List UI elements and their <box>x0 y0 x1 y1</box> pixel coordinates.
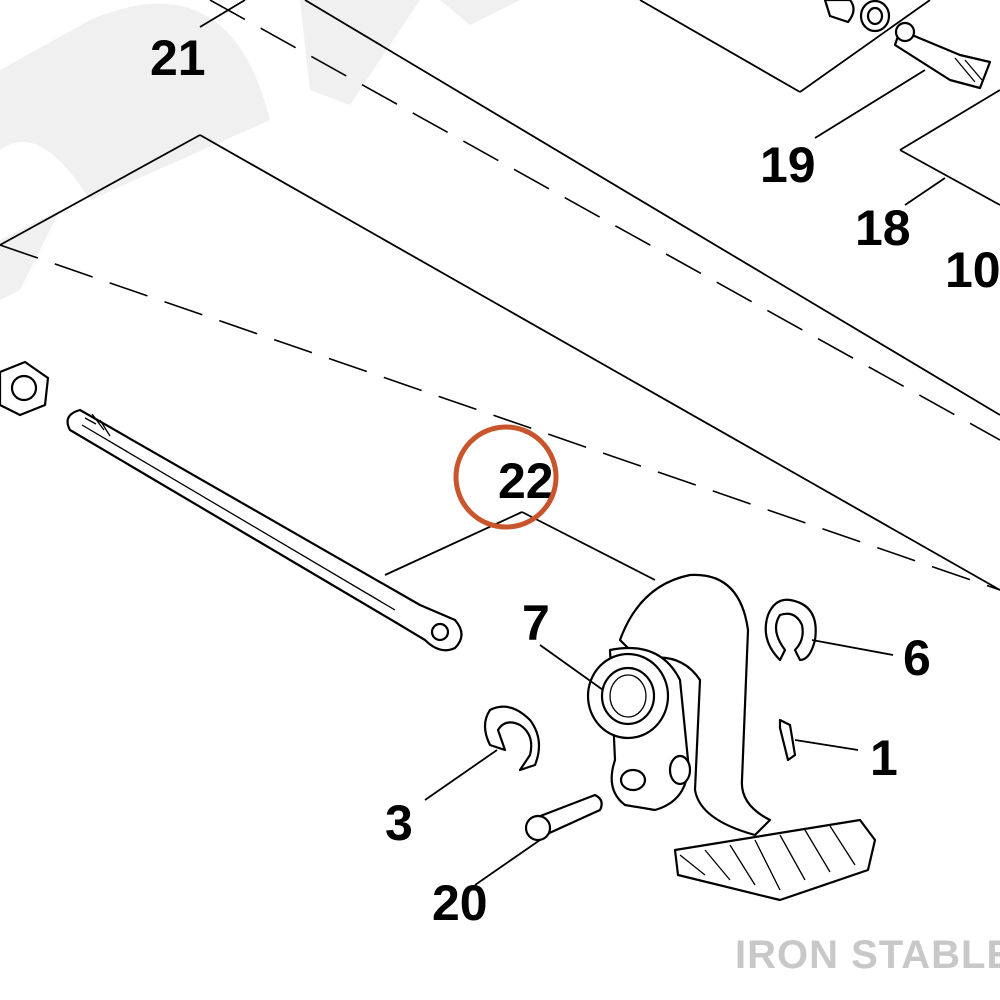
watermark-text: IRON STABLE <box>735 933 1000 977</box>
callout-7: 7 <box>522 595 550 651</box>
callout-18: 18 <box>855 200 911 256</box>
leader-line-21 <box>199 0 246 28</box>
callout-22: 22 <box>498 453 554 509</box>
callout-3: 3 <box>385 795 413 851</box>
background-logo-mark <box>0 0 520 300</box>
upper-linkage-parts <box>639 0 1000 206</box>
callout-6: 6 <box>903 630 931 686</box>
frame-dash-line <box>209 0 1000 441</box>
leader-line-19 <box>814 69 926 139</box>
frame-line <box>0 134 201 246</box>
frame-dash-line <box>0 244 1000 591</box>
leader-line-18 <box>904 177 946 206</box>
spring-clip-part <box>424 705 541 801</box>
clevis-pin-part <box>474 793 603 886</box>
rod-assembly <box>0 360 656 652</box>
frame-line <box>304 0 1000 416</box>
callout-21: 21 <box>150 30 206 86</box>
circlip-part <box>764 598 894 662</box>
highlight-circle <box>453 424 559 530</box>
cotter-pin-part <box>778 718 859 762</box>
callout-1: 1 <box>870 730 898 786</box>
callout-20: 20 <box>432 875 488 931</box>
callout-10: 10 <box>945 242 1000 298</box>
frame-line <box>199 134 1000 591</box>
callout-19: 19 <box>760 137 816 193</box>
brake-pedal-lever <box>539 573 877 902</box>
